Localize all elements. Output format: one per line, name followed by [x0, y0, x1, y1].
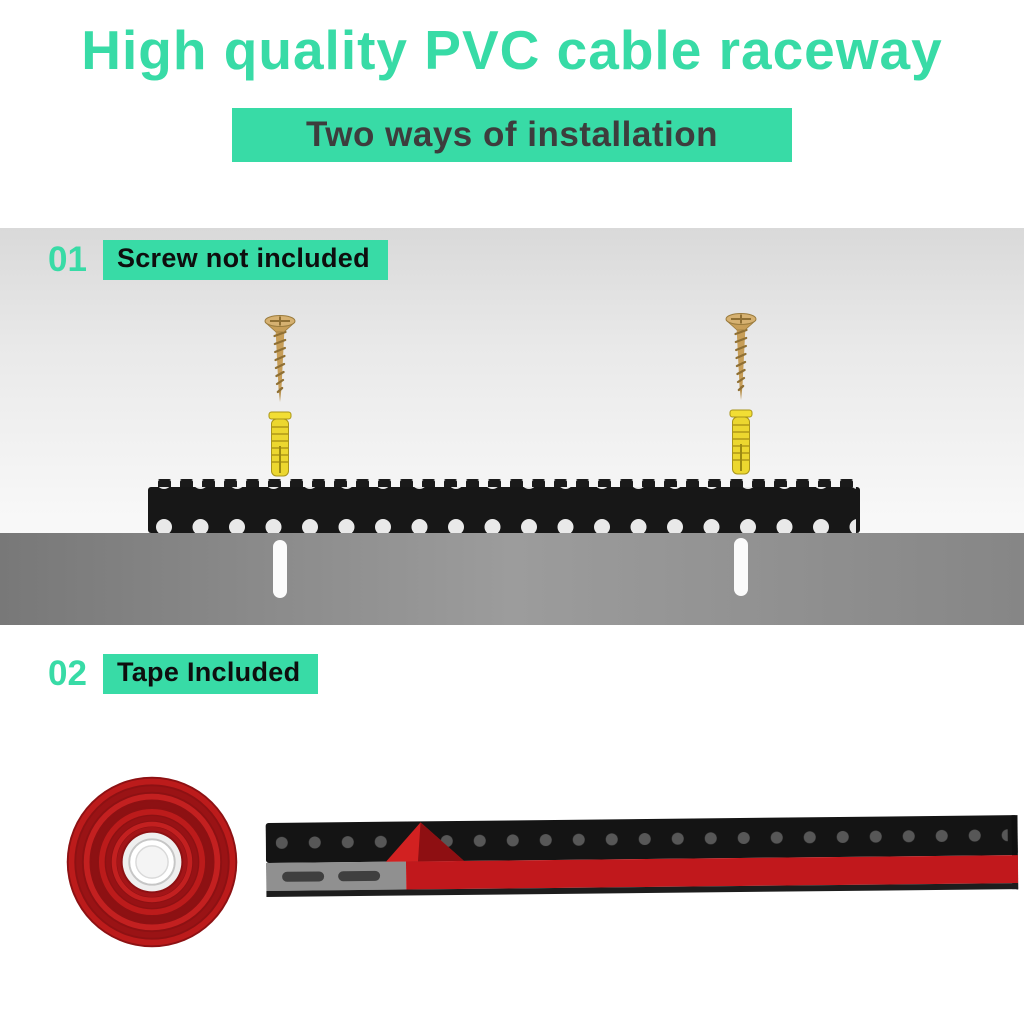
page-title: High quality PVC cable raceway: [81, 19, 943, 81]
step-header-1: 01 Screw not included: [48, 240, 388, 280]
raceway-clip-teeth: [152, 479, 856, 488]
screw-icon: [724, 312, 758, 402]
wall-anchor-icon: [268, 411, 292, 477]
raceway-bottom-edge: [266, 883, 1019, 897]
raceway-underside: [265, 861, 407, 891]
step-label-2: Tape Included: [102, 654, 319, 694]
keyhole-slot: [282, 871, 325, 882]
step-label-1: Screw not included: [102, 240, 388, 280]
step-number-1: 01: [48, 240, 87, 279]
wall-drill-hole-right: [734, 538, 748, 596]
adhesive-tape-strip: [405, 855, 1019, 890]
subtitle-banner: Two ways of installation: [232, 108, 792, 162]
raceway-with-tape-illustration: [265, 815, 1019, 897]
peeled-tape-corner-shade: [417, 822, 464, 862]
step-number-2: 02: [48, 654, 87, 693]
screw-icon: [263, 314, 297, 404]
keyhole-slot: [338, 870, 381, 882]
step-header-2: 02 Tape Included: [48, 654, 319, 694]
screw-installation-illustration: [0, 312, 1024, 625]
wall-anchor-icon: [729, 409, 753, 475]
raceway-mount-holes: [152, 487, 856, 533]
wall-illustration: [0, 533, 1024, 625]
raceway-mount-holes: [275, 817, 1008, 861]
tape-roll-icon: [66, 776, 238, 948]
installation-step-screw: 01 Screw not included: [0, 228, 1024, 626]
wall-drill-hole-left: [273, 540, 287, 598]
subtitle-text: Two ways of installation: [306, 115, 718, 154]
installation-step-tape: 02 Tape Included: [0, 626, 1024, 1024]
